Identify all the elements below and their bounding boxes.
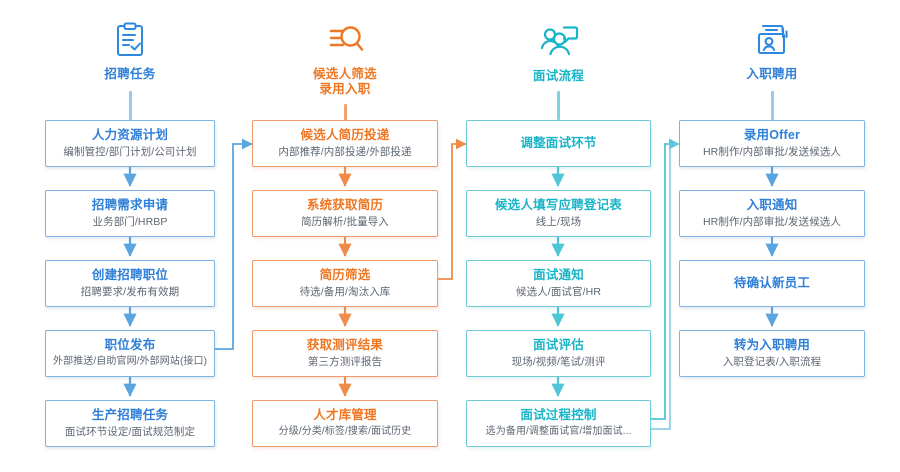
node-subtitle: HR制作/内部审批/发送候选人	[703, 216, 841, 228]
clipboard-check-icon	[117, 22, 143, 56]
node-title: 候选人简历投递	[300, 128, 390, 142]
node-title: 人力资源计划	[91, 128, 169, 142]
node-hr-plan[interactable]: 人力资源计划 编制管控/部门计划/公司计划	[45, 120, 215, 167]
column-stem	[770, 91, 774, 120]
node-subtitle: 简历解析/批量导入	[301, 216, 389, 228]
node-resume-filter[interactable]: 简历筛选 待选/备用/淘汰入库	[252, 260, 438, 307]
link-offer-back-to-interview-control	[651, 143, 679, 430]
column-stem	[556, 91, 560, 120]
node-title: 调整面试环节	[520, 136, 597, 150]
column-header-onboarding: 入职聘用	[679, 18, 865, 82]
node-title: 职位发布	[104, 338, 156, 352]
node-interview-notice[interactable]: 面试通知 候选人/面试官/HR	[466, 260, 651, 307]
node-title: 生产招聘任务	[91, 408, 169, 422]
column-header-interview-process: 面试流程	[466, 20, 651, 84]
node-interview-evaluation[interactable]: 面试评估 现场/视频/笔试/测评	[466, 330, 651, 377]
node-subtitle: 编制管控/部门计划/公司计划	[63, 146, 197, 158]
column-title: 面试流程	[532, 69, 585, 83]
node-subtitle: 现场/视频/笔试/测评	[511, 356, 606, 368]
column-header-recruit-task: 招聘任务	[45, 18, 215, 82]
node-subtitle: 内部推荐/内部投递/外部投递	[278, 146, 412, 158]
node-subtitle: HR制作/内部审批/发送候选人	[703, 146, 841, 158]
column-title: 候选人筛选 录用入职	[312, 67, 377, 96]
column-header-candidate-screening: 候选人筛选 录用入职	[252, 18, 438, 97]
node-subtitle: 入职登记表/入职流程	[722, 356, 822, 368]
node-subtitle: 业务部门/HRBP	[92, 216, 168, 228]
node-assessment-result[interactable]: 获取测评结果 第三方测评报告	[252, 330, 438, 377]
node-title: 面试通知	[533, 268, 584, 282]
node-title: 招聘需求申请	[91, 198, 169, 212]
node-title: 录用Offer	[743, 128, 801, 142]
column-stem	[343, 104, 347, 121]
node-title: 待确认新员工	[733, 276, 811, 290]
link-resume-filter-to-adjust-interview	[438, 138, 467, 280]
column-title: 招聘任务	[104, 67, 156, 81]
node-subtitle: 选为备用/调整面试官/增加面试...	[485, 426, 632, 437]
column-title: 入职聘用	[746, 67, 798, 81]
node-resume-submission[interactable]: 候选人简历投递 内部推荐/内部投递/外部投递	[252, 120, 438, 167]
link-interview-control-to-offer	[651, 138, 680, 420]
link-job-publish-to-resume-submit	[215, 138, 253, 350]
node-title: 简历筛选	[319, 268, 371, 282]
magnifier-list-icon	[329, 26, 364, 51]
node-offer[interactable]: 录用Offer HR制作/内部审批/发送候选人	[679, 120, 865, 167]
node-recruit-request[interactable]: 招聘需求申请 业务部门/HRBP	[45, 190, 215, 237]
resume-folder-icon	[757, 24, 788, 55]
node-title: 候选人填写应聘登记表	[494, 198, 622, 212]
node-title: 面试过程控制	[520, 408, 597, 422]
node-title: 系统获取简历	[306, 198, 384, 212]
node-subtitle: 第三方测评报告	[307, 356, 383, 368]
node-title: 转为入职聘用	[733, 338, 811, 352]
column-stem	[128, 91, 132, 120]
node-subtitle: 面试环节设定/面试规范制定	[64, 426, 196, 438]
node-title: 人才库管理	[313, 408, 377, 422]
node-adjust-interview-stage[interactable]: 调整面试环节	[466, 120, 651, 167]
node-subtitle: 线上/现场	[535, 216, 582, 228]
node-system-fetch-resume[interactable]: 系统获取简历 简历解析/批量导入	[252, 190, 438, 237]
node-subtitle: 待选/备用/淘汰入库	[299, 286, 391, 298]
node-subtitle: 候选人/面试官/HR	[516, 286, 601, 298]
node-title: 获取测评结果	[306, 338, 384, 352]
people-chat-icon	[540, 26, 578, 56]
node-pending-new-employee[interactable]: 待确认新员工	[679, 260, 865, 307]
node-talent-pool[interactable]: 人才库管理 分级/分类/标签/搜索/面试历史	[252, 400, 438, 447]
node-interview-process-control[interactable]: 面试过程控制 选为备用/调整面试官/增加面试...	[466, 400, 651, 447]
node-onboard-notice[interactable]: 入职通知 HR制作/内部审批/发送候选人	[679, 190, 865, 237]
node-convert-to-hire[interactable]: 转为入职聘用 入职登记表/入职流程	[679, 330, 865, 377]
node-subtitle: 外部推送/自助官网/外部网站(接口)	[52, 356, 208, 367]
node-title: 入职通知	[746, 198, 798, 212]
node-create-position[interactable]: 创建招聘职位 招聘要求/发布有效期	[45, 260, 215, 307]
node-candidate-application-form[interactable]: 候选人填写应聘登记表 线上/现场	[466, 190, 651, 237]
node-subtitle: 招聘要求/发布有效期	[80, 286, 180, 298]
node-publish-position[interactable]: 职位发布 外部推送/自助官网/外部网站(接口)	[45, 330, 215, 377]
node-title: 面试评估	[533, 338, 584, 352]
node-title: 创建招聘职位	[91, 268, 169, 282]
node-subtitle: 分级/分类/标签/搜索/面试历史	[278, 426, 412, 437]
node-produce-recruit-task[interactable]: 生产招聘任务 面试环节设定/面试规范制定	[45, 400, 215, 447]
